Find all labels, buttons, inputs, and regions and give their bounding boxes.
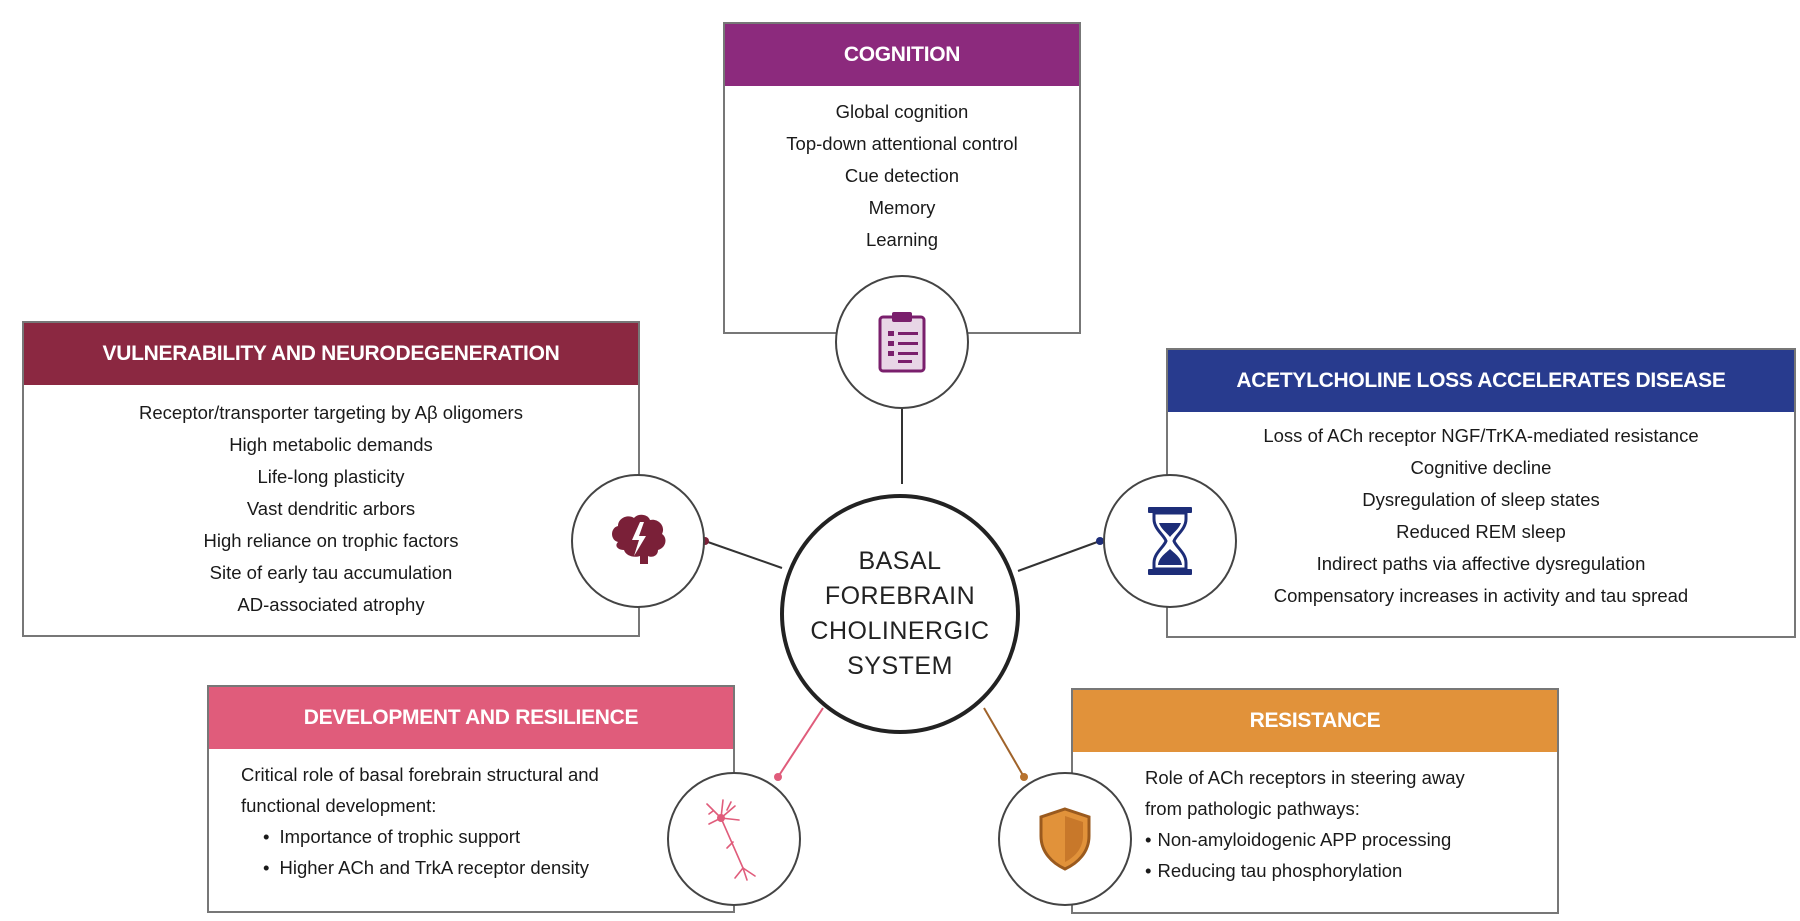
list-item: Cognitive decline	[1410, 457, 1552, 478]
connector-vulnerability	[704, 540, 783, 569]
vulnerability-title: VULNERABILITY AND NEURODEGENERATION	[24, 323, 638, 385]
list-item: High reliance on trophic factors	[203, 530, 459, 551]
vulnerability-list: Receptor/transporter targeting by Aβ oli…	[24, 385, 638, 621]
development-intro-line1: Critical role of basal forebrain structu…	[241, 764, 599, 785]
resistance-body: Role of ACh receptors in steering away f…	[1073, 752, 1557, 886]
resistance-title: RESISTANCE	[1073, 690, 1557, 752]
center-label-line: BASAL	[858, 547, 942, 575]
cognition-icon-circle	[835, 275, 969, 409]
list-item: Vast dendritic arbors	[246, 498, 416, 519]
acetylcholine-title: ACETYLCHOLINE LOSS ACCELERATES DISEASE	[1168, 350, 1794, 412]
shield-icon	[1039, 807, 1091, 871]
list-item: Site of early tau accumulation	[209, 562, 453, 583]
connector-acetylcholine	[1017, 540, 1101, 572]
development-intro-line2: functional development:	[241, 795, 437, 816]
list-item: Non-amyloidogenic APP processing	[1145, 824, 1557, 855]
clipboard-icon	[878, 312, 926, 373]
center-label-line: FOREBRAIN	[824, 582, 976, 610]
list-item: Indirect paths via affective dysregulati…	[1316, 553, 1646, 574]
connector-resistance	[983, 707, 1025, 778]
center-label-line: SYSTEM	[847, 652, 953, 680]
development-title: DEVELOPMENT AND RESILIENCE	[209, 687, 733, 749]
acetylcholine-box: ACETYLCHOLINE LOSS ACCELERATES DISEASE L…	[1166, 348, 1796, 638]
resistance-bullets: Non-amyloidogenic APP processing Reducin…	[1145, 824, 1557, 886]
connector-dot-development	[774, 773, 782, 781]
brain-lightning-icon	[612, 514, 666, 564]
resistance-intro-line1: Role of ACh receptors in steering away	[1145, 767, 1465, 788]
connector-dot-acetylcholine	[1096, 537, 1104, 545]
list-item: Reduced REM sleep	[1396, 521, 1566, 542]
development-body: Critical role of basal forebrain structu…	[209, 749, 733, 883]
list-item: Global cognition	[835, 101, 969, 122]
resistance-intro-line2: from pathologic pathways:	[1145, 798, 1360, 819]
resistance-box: RESISTANCE Role of ACh receptors in stee…	[1071, 688, 1559, 914]
list-item: Receptor/transporter targeting by Aβ oli…	[139, 402, 523, 423]
cognition-box: COGNITION Global cognition Top-down atte…	[723, 22, 1081, 334]
list-item: High metabolic demands	[229, 434, 433, 455]
center-label: BASAL FOREBRAIN CHOLINERGIC SYSTEM	[810, 544, 989, 684]
cognition-list: Global cognition Top-down attentional co…	[725, 86, 1079, 256]
center-circle: BASAL FOREBRAIN CHOLINERGIC SYSTEM	[780, 494, 1020, 734]
vulnerability-icon-circle	[571, 474, 705, 608]
development-bullets: Importance of trophic support Higher ACh…	[241, 821, 733, 883]
development-icon-circle	[667, 772, 801, 906]
center-label-line: CHOLINERGIC	[810, 617, 990, 645]
list-item: Cue detection	[844, 165, 960, 186]
list-item: Life-long plasticity	[257, 466, 405, 487]
list-item: AD-associated atrophy	[237, 594, 425, 615]
development-box: DEVELOPMENT AND RESILIENCE Critical role…	[207, 685, 735, 913]
neuron-icon	[706, 799, 756, 881]
list-item: Loss of ACh receptor NGF/TrKA-mediated r…	[1263, 425, 1699, 446]
hourglass-icon	[1148, 507, 1192, 575]
connector-development	[777, 707, 824, 778]
list-item: Dysregulation of sleep states	[1362, 489, 1600, 510]
list-item: Memory	[868, 197, 936, 218]
resistance-icon-circle	[998, 772, 1132, 906]
cognition-title: COGNITION	[725, 24, 1079, 86]
list-item: Learning	[865, 229, 938, 250]
list-item: Importance of trophic support	[263, 821, 733, 852]
list-item: Reducing tau phosphorylation	[1145, 855, 1557, 886]
vulnerability-box: VULNERABILITY AND NEURODEGENERATION Rece…	[22, 321, 640, 637]
list-item: Top-down attentional control	[786, 133, 1018, 154]
list-item: Higher ACh and TrkA receptor density	[263, 852, 733, 883]
acetylcholine-icon-circle	[1103, 474, 1237, 608]
connector-dot-resistance	[1020, 773, 1028, 781]
list-item: Compensatory increases in activity and t…	[1273, 585, 1689, 606]
acetylcholine-list: Loss of ACh receptor NGF/TrKA-mediated r…	[1168, 412, 1794, 612]
